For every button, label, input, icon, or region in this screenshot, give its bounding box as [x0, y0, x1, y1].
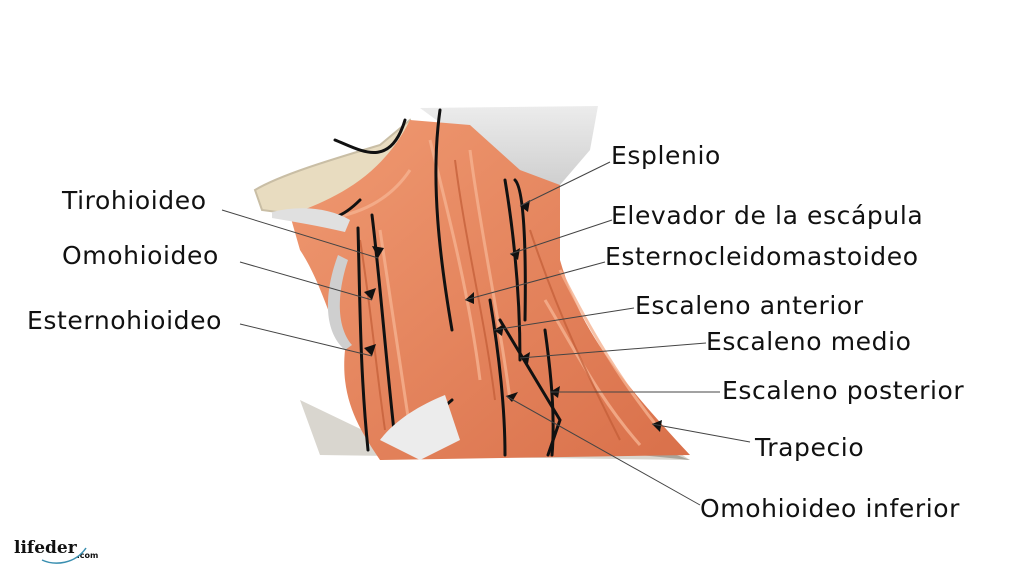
label-elevador-escapula: Elevador de la escápula: [611, 201, 924, 230]
clavicle-tendons: [380, 395, 460, 460]
label-escaleno-posterior: Escaleno posterior: [722, 376, 965, 405]
label-omohioideo: Omohioideo: [62, 241, 219, 270]
lifeder-logo: lifeder.com: [14, 538, 99, 560]
label-esplenio: Esplenio: [611, 141, 721, 170]
logo-brand: lifeder: [14, 538, 77, 558]
logo-suffix: .com: [76, 551, 99, 560]
logo-swoosh-icon: [41, 547, 87, 564]
label-esternohioideo: Esternohioideo: [27, 306, 222, 335]
label-escaleno-anterior: Escaleno anterior: [635, 291, 864, 320]
label-tirohioideo: Tirohioideo: [62, 186, 207, 215]
label-omohioideo-inferior: Omohioideo inferior: [700, 494, 961, 523]
throat-profile: [327, 255, 352, 350]
label-esternocleidomastoideo: Esternocleidomastoideo: [605, 242, 919, 271]
label-escaleno-medio: Escaleno medio: [706, 327, 912, 356]
label-trapecio: Trapecio: [755, 433, 865, 462]
